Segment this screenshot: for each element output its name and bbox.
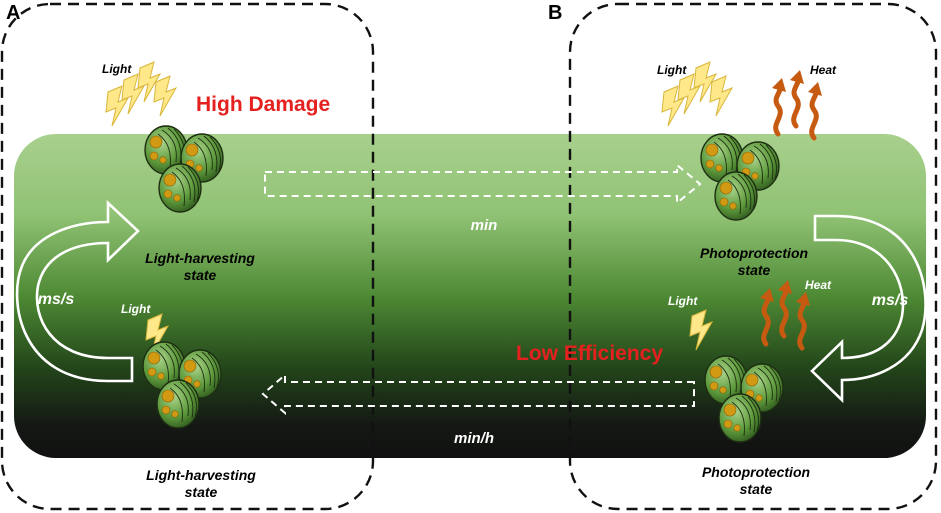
state-label-a-bottom-line1: Light-harvesting [146,467,256,483]
panel-b-outline [568,2,938,511]
cycle-arrow-left [15,200,140,383]
panel-label-a: A [6,2,21,24]
heat-wave-icon [772,70,822,138]
light-label-a-bottom: Light [121,302,151,316]
light-label-b-bottom: Light [668,294,698,308]
ms-s-label-left: ms/s [37,291,75,308]
environment-band [14,134,926,458]
panel-label-b: B [548,2,563,24]
ms-s-label-right: ms/s [871,292,909,309]
state-label-b-top-line1: Photoprotection [699,245,809,261]
state-label-a-top-line2: state [183,267,217,283]
panel-a-outline [0,2,375,511]
cycle-arrow-right [810,214,927,404]
light-label-a-top: Light [102,62,132,76]
state-label-a-top-line1: Light-harvesting [145,250,255,266]
arrow-to-light-harvesting [261,372,695,416]
min-label: min [470,217,498,234]
light-label-b-top: Light [657,63,687,77]
low-efficiency-label: Low Efficiency [516,342,664,365]
state-label-b-bottom-line2: state [739,481,773,497]
high-damage-label: High Damage [196,93,331,116]
heat-label-b-top: Heat [810,63,837,77]
min-h-label: min/h [454,430,494,447]
arrow-to-photoprotection [264,162,702,206]
state-label-a-bottom-line2: state [184,484,218,500]
state-label-a-bottom: Light-harvesting state [146,467,256,501]
state-label-b-bottom: Photoprotection state [702,464,810,498]
state-label-b-top: Photoprotection state [700,245,808,279]
state-label-a-top: Light-harvesting state [145,250,255,284]
state-label-b-bottom-line1: Photoprotection [701,464,811,480]
state-label-b-top-line2: state [737,262,771,278]
heat-label-b-bottom: Heat [805,278,832,292]
